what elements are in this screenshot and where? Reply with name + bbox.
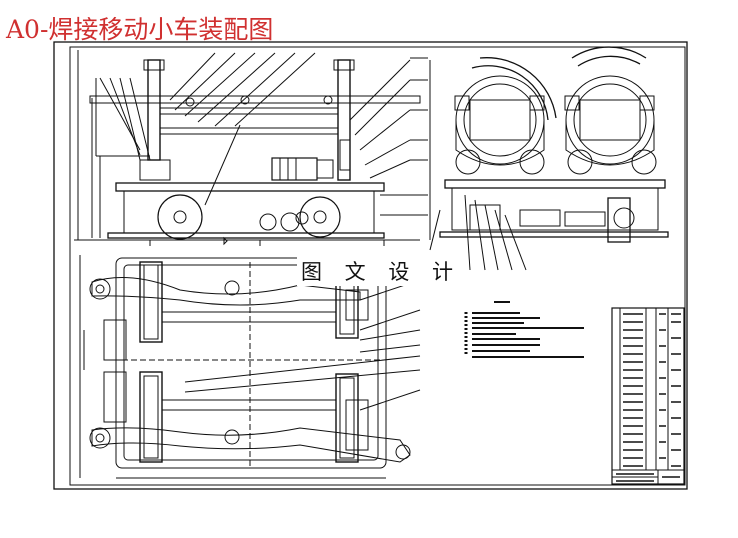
parts-list-rows [616,313,681,482]
top-view [79,255,421,479]
parts-list [611,307,685,485]
sheet-outer-border [53,41,688,490]
drawing-title: A0-焊接移动小车装配图 [6,15,274,44]
side-view [429,46,669,271]
sheet-inner-border [69,46,686,486]
watermark-label: 图 文 设 计 [297,256,466,286]
front-view [74,50,428,246]
technical-notes [464,301,584,358]
